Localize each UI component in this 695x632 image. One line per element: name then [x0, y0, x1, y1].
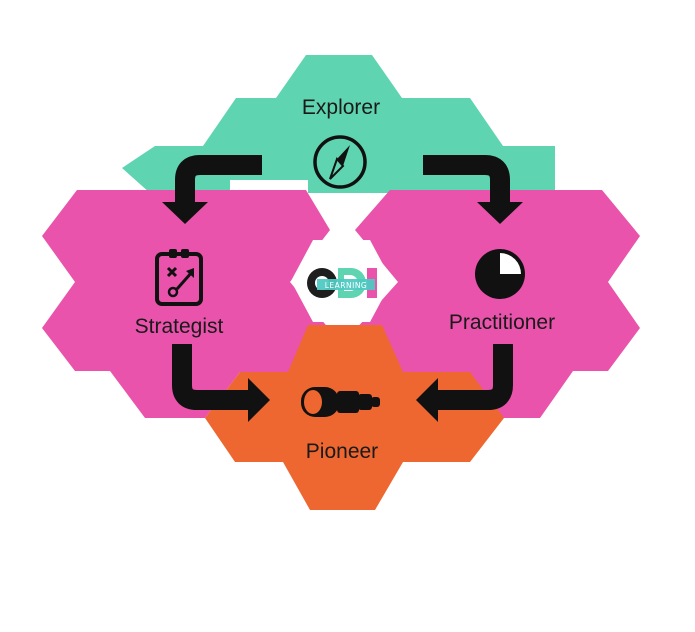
compass-icon — [313, 135, 367, 189]
strategist-label: Strategist — [135, 315, 224, 338]
pioneer-label: Pioneer — [306, 440, 378, 463]
arrow-explorer-to-practitioner — [423, 155, 523, 224]
practitioner-label: Practitioner — [449, 311, 555, 334]
telescope-icon — [301, 387, 380, 417]
odi-learning-logo: LEARNING — [307, 268, 377, 298]
practitioner-region — [355, 190, 640, 418]
pioneer-region — [205, 325, 504, 510]
pie-gauge-icon — [475, 249, 525, 299]
strategy-board-icon — [155, 249, 203, 306]
explorer-label: Explorer — [302, 96, 380, 119]
logo-subtext: LEARNING — [325, 281, 368, 290]
arrow-strategist-to-pioneer — [172, 344, 270, 422]
arrow-practitioner-to-pioneer — [416, 344, 513, 422]
arrow-explorer-to-strategist — [162, 155, 262, 224]
